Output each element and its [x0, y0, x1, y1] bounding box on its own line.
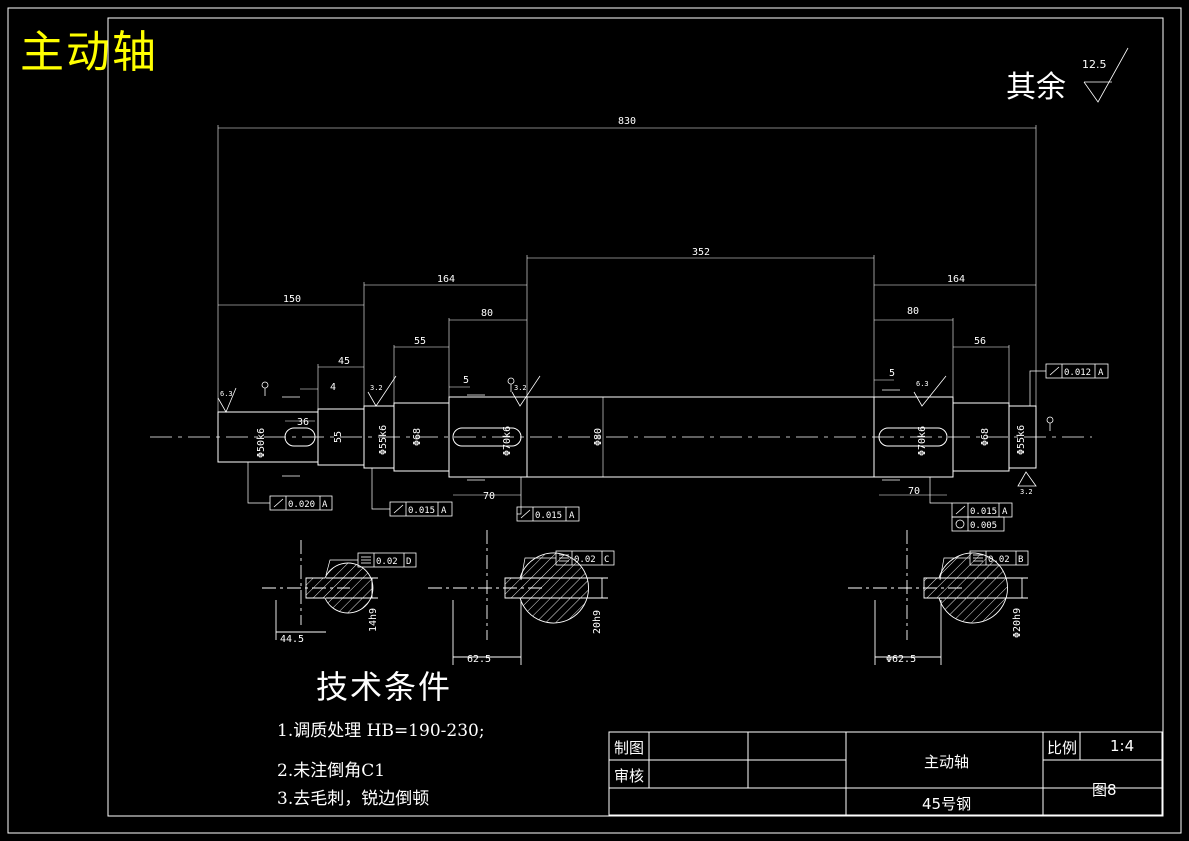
- tech-condition-2: 2.未注倒角C1: [277, 761, 386, 781]
- roughness-symbols: [217, 47, 1129, 487]
- dimension-texts: 830 150 164 352 164 80 80 55 56 45 4 36 …: [283, 116, 986, 502]
- rough-r5: 3.2: [1020, 488, 1033, 496]
- dim-70-right: 70: [908, 486, 920, 497]
- dia-55-right: Φ55k6: [1016, 425, 1027, 455]
- roughness-rest-label: 其余: [1006, 70, 1066, 105]
- dim-55: 55: [414, 336, 426, 347]
- dimension-lines: [218, 127, 1036, 496]
- section-mid: [428, 530, 608, 665]
- dia-55: 55: [333, 431, 344, 443]
- shaft-outline: [217, 396, 1037, 478]
- dia-80: Φ80: [593, 428, 604, 446]
- tol-mid2-datum: A: [569, 511, 575, 521]
- dim-80-left: 80: [481, 308, 493, 319]
- rough-r1: 6.3: [220, 390, 233, 398]
- tol-mid1-datum: A: [441, 506, 447, 516]
- dim-36: 36: [297, 417, 309, 428]
- title-block-material: 45号钢: [922, 795, 972, 813]
- diameter-texts: Φ50k6 55 Φ55k6 Φ68 Φ70k6 Φ80 Φ70k6 Φ68 Φ…: [256, 425, 1027, 458]
- dim-80-right: 80: [907, 306, 919, 317]
- tol-mid2-value: 0.015: [535, 511, 562, 521]
- tolerance-frames: [269, 363, 1109, 568]
- inner-frame: [107, 17, 1164, 817]
- tol-mid1-value: 0.015: [408, 506, 435, 516]
- tol-sym-c-datum: C: [604, 555, 609, 565]
- tol-sym-b-datum: B: [1018, 555, 1023, 565]
- tol-left-datum: A: [322, 500, 328, 510]
- datum-marks: [261, 377, 1054, 431]
- tol-sym-d-value: 0.02: [376, 557, 398, 567]
- tol-sym-d-datum: D: [406, 557, 411, 567]
- dia-50: Φ50k6: [256, 428, 267, 458]
- dim-overall: 830: [618, 116, 636, 127]
- tol-left-value: 0.020: [288, 500, 315, 510]
- section-right: [848, 530, 1028, 665]
- rough-r2: 3.2: [370, 384, 383, 392]
- rough-r4: 6.3: [916, 380, 929, 388]
- dia-70-right: Φ70k6: [917, 426, 928, 456]
- tol-right-datum: A: [1002, 507, 1008, 517]
- tech-condition-1: 1.调质处理 HB=190-230;: [277, 721, 485, 741]
- dim-5-left: 5: [463, 375, 469, 386]
- dim-56: 56: [974, 336, 986, 347]
- section-mid-dim-side: 20h9: [592, 610, 603, 634]
- dia-70-left: Φ70k6: [502, 426, 513, 456]
- tech-condition-3: 3.去毛刺，锐边倒顿: [277, 789, 430, 809]
- dim-5-right: 5: [889, 368, 895, 379]
- dim-164-left: 164: [437, 274, 455, 285]
- section-left-dim-bottom: 44.5: [280, 634, 304, 645]
- section-arrows: [282, 389, 900, 481]
- dim-352: 352: [692, 247, 710, 258]
- dim-4: 4: [330, 382, 336, 393]
- tol-cyl-value: 0.005: [970, 521, 997, 531]
- section-left: [262, 540, 378, 640]
- section-right-dim-bottom: Φ62.5: [886, 654, 916, 665]
- section-mid-dim-bottom: 62.5: [467, 654, 491, 665]
- tol-right-value: 0.015: [970, 507, 997, 517]
- tech-conditions-heading: 技术条件: [316, 668, 453, 706]
- title-block-part-name: 主动轴: [924, 753, 970, 771]
- dim-70-left: 70: [483, 491, 495, 502]
- tol-sym-b-value: 0.02: [988, 555, 1010, 565]
- dim-45: 45: [338, 356, 350, 367]
- tol-sym-c-value: 0.02: [574, 555, 596, 565]
- tol-top-datum: A: [1098, 368, 1104, 378]
- dim-150: 150: [283, 294, 301, 305]
- title-block-scale-label: 比例: [1047, 739, 1078, 757]
- outer-frame: [7, 7, 1182, 834]
- title-block-drawing-no: 图8: [1092, 781, 1117, 799]
- title-block-drawn-label: 制图: [614, 739, 645, 757]
- dia-68-right: Φ68: [980, 428, 991, 446]
- title-block-checked-label: 审核: [614, 767, 645, 785]
- tolerance-leaders: [247, 370, 1046, 581]
- section-left-dim-side: 14h9: [368, 608, 379, 632]
- dim-164-right: 164: [947, 274, 965, 285]
- tol-top-value: 0.012: [1064, 368, 1091, 378]
- dia-68: Φ68: [412, 428, 423, 446]
- dia-55k6: Φ55k6: [378, 425, 389, 455]
- title-block-scale-value: 1:4: [1110, 737, 1135, 755]
- title-block: [608, 731, 1163, 816]
- drawing-title: 主动轴: [20, 27, 158, 78]
- extension-lines: [217, 125, 1037, 412]
- roughness-rest-value: 12.5: [1082, 58, 1107, 71]
- section-right-dim-side: Φ20h9: [1012, 608, 1023, 638]
- rough-r3: 3.2: [514, 384, 527, 392]
